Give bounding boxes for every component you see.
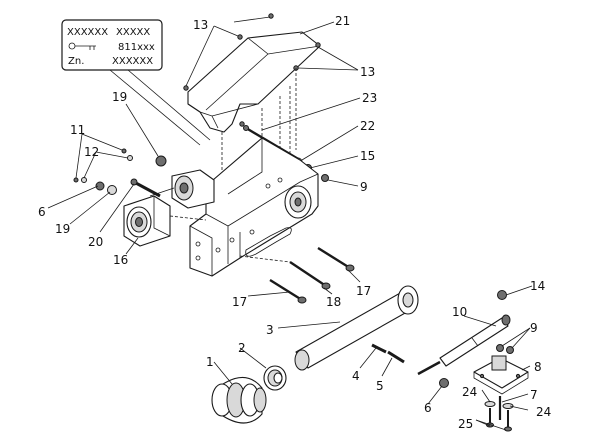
part-11-screws	[73, 148, 127, 183]
part-24-washers	[484, 401, 514, 409]
part-8-mount-plate	[473, 355, 529, 395]
callout-1: 1	[206, 355, 214, 369]
key-symbol-icon	[68, 42, 96, 50]
callout-15: 15	[360, 149, 375, 163]
part-21-top-cover	[187, 31, 321, 133]
callout-13-top: 13	[193, 18, 208, 32]
part-14-nut	[497, 290, 507, 300]
callout-20: 20	[88, 235, 103, 249]
label-plate-row1-left: XXXXXX	[67, 27, 108, 38]
part-5-spring-pin	[387, 350, 405, 364]
callout-21: 21	[335, 14, 350, 28]
main-frame-bracket	[189, 137, 319, 277]
label-plate-row3-right: XXXXXX	[112, 56, 153, 67]
part-2-bushing	[263, 365, 287, 391]
part-3-axle-tube	[294, 285, 419, 371]
label-plate: XXXXXX XXXXX 811xxx Zn. XXXXXX	[61, 19, 163, 71]
part-9-nut-lower-a	[496, 344, 504, 352]
part-20-pin	[130, 178, 161, 198]
callout-17-right: 17	[356, 284, 371, 298]
callout-10: 10	[452, 305, 467, 319]
callout-2: 2	[238, 341, 246, 355]
part-17-bolt-left	[269, 278, 307, 304]
callout-5: 5	[376, 379, 384, 393]
part-10-cylinder	[417, 314, 511, 376]
callout-9-lower: 9	[530, 321, 538, 335]
leader-lines	[47, 16, 533, 431]
label-plate-row2-right: 811xxx	[118, 42, 155, 53]
callout-11: 11	[70, 123, 85, 137]
label-plate-row1-right: XXXXX	[116, 27, 150, 38]
callout-22: 22	[360, 119, 375, 133]
callout-19-upper: 19	[112, 90, 127, 104]
part-6-nut-right	[439, 378, 449, 388]
callout-8: 8	[534, 360, 542, 374]
callout-24-left: 24	[462, 385, 477, 399]
part-9-nut-upper	[321, 174, 329, 182]
callout-14: 14	[530, 279, 545, 293]
part-13-screws	[183, 13, 321, 127]
part-18-bolt	[289, 261, 331, 290]
callout-17-left: 17	[232, 295, 247, 309]
part-19-nut-upper	[155, 155, 167, 167]
callout-6-right: 6	[424, 401, 432, 415]
callout-18: 18	[326, 295, 341, 309]
label-plate-row3-left: Zn.	[68, 56, 84, 67]
part-17-bolt-right	[317, 246, 355, 272]
callout-4: 4	[352, 369, 360, 383]
part-6-nut-left	[95, 181, 105, 191]
callout-23: 23	[362, 91, 377, 105]
part-9-nut-lower-b	[506, 346, 514, 354]
callout-13-right: 13	[360, 65, 375, 79]
callout-25: 25	[458, 417, 473, 431]
part-1-roller	[211, 376, 267, 424]
bearing-housing-rear	[149, 169, 215, 209]
callout-12: 12	[84, 145, 99, 159]
callout-numbers: 13 21 13 23 19 22 11 12 15 9 6 19 20 16 …	[38, 14, 551, 431]
callout-9-upper: 9	[360, 180, 368, 194]
callout-16: 16	[113, 253, 128, 267]
callout-19-lower: 19	[55, 222, 70, 236]
part-12-washers	[81, 155, 133, 183]
callout-24-right: 24	[536, 405, 551, 419]
part-4-pin	[371, 343, 387, 354]
callout-3: 3	[266, 323, 274, 337]
part-16-bearing-housing	[123, 195, 171, 247]
callout-6-left: 6	[38, 205, 46, 219]
callout-7: 7	[530, 388, 538, 402]
